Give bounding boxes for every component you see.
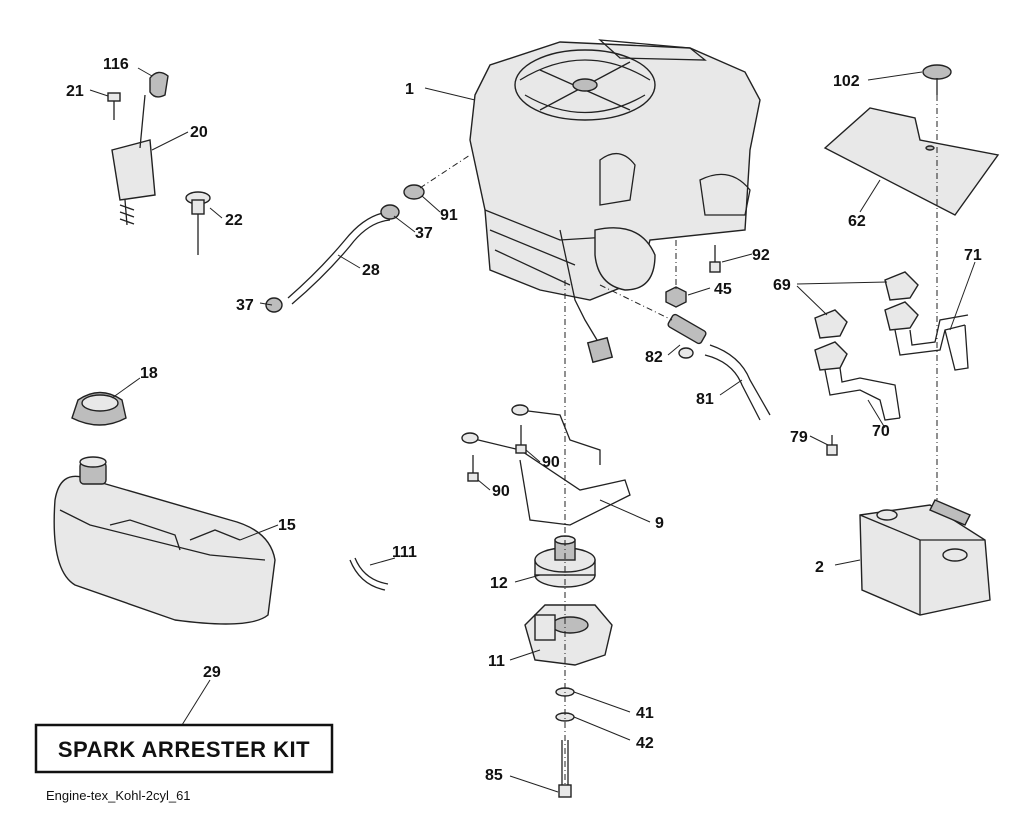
- bracket-part-9: [461, 404, 631, 526]
- callout-79: 79: [790, 429, 808, 446]
- callout-37b: 37: [236, 297, 254, 314]
- callout-1: 1: [405, 81, 414, 98]
- diagram-caption: Engine-tex_Kohl-2cyl_61: [46, 788, 191, 803]
- callout-70: 70: [872, 423, 890, 440]
- screw-part-21: [107, 92, 121, 120]
- exhaust-pipe-part-71: [894, 314, 969, 371]
- callout-71: 71: [964, 247, 982, 264]
- gaskets-part-69: [814, 271, 919, 371]
- callout-42: 42: [636, 735, 654, 752]
- fuel-tank-part-15: [53, 456, 276, 625]
- clamp-part-37b: [265, 297, 283, 313]
- callout-12: 12: [490, 575, 508, 592]
- knob-part-102: [922, 64, 952, 95]
- callout-111: 111: [392, 544, 417, 561]
- bolt-part-79: [826, 435, 838, 456]
- callout-45: 45: [714, 281, 732, 298]
- callout-11: 11: [488, 653, 505, 670]
- fitting-part-91: [403, 184, 425, 200]
- callout-62: 62: [848, 213, 866, 230]
- bolt-part-85: [558, 740, 572, 798]
- callout-leaders: [89, 67, 976, 793]
- engine-part-1: [469, 39, 761, 364]
- clamp-part-37a: [380, 204, 400, 220]
- callout-20: 20: [190, 124, 208, 141]
- knob-part-116: [149, 71, 169, 98]
- callout-69: 69: [773, 277, 791, 294]
- hose-part-111: [349, 557, 389, 591]
- callout-28: 28: [362, 262, 380, 279]
- choke-knob-part-22: [185, 191, 211, 255]
- callout-18: 18: [140, 365, 158, 382]
- callout-116: 116: [103, 56, 129, 73]
- callout-81: 81: [696, 391, 714, 408]
- exhaust-pipe-part-70: [824, 367, 901, 421]
- callout-85: 85: [485, 767, 503, 784]
- callout-numbers: 1 2 9 11 12 15 18 20 21 22 28 29 37 37 4…: [66, 56, 982, 784]
- spark-arrester-kit-label: SPARK ARRESTER KIT: [58, 737, 310, 762]
- callout-15: 15: [278, 517, 296, 534]
- bolt-part-90b: [467, 455, 479, 482]
- callout-37a: 37: [415, 225, 433, 242]
- callout-41: 41: [636, 705, 654, 722]
- callout-2: 2: [815, 559, 824, 576]
- clutch-part-11: [524, 604, 613, 666]
- callout-90b: 90: [492, 483, 510, 500]
- muffler-part-2: [859, 499, 991, 616]
- callout-29: 29: [203, 664, 221, 681]
- callout-90a: 90: [542, 454, 560, 471]
- throttle-control-part-20: [111, 94, 156, 226]
- callout-82: 82: [645, 349, 663, 366]
- callout-9: 9: [655, 515, 664, 532]
- callout-21: 21: [66, 83, 84, 100]
- heat-shield-part-62: [823, 107, 1000, 216]
- nut-part-45: [665, 286, 687, 308]
- bolt-part-90a: [515, 425, 527, 454]
- fuel-cap-part-18: [71, 391, 127, 426]
- callout-92: 92: [752, 247, 770, 264]
- fitting-part-82: [667, 313, 707, 359]
- hose-part-81: [704, 344, 771, 421]
- callout-91: 91: [440, 207, 458, 224]
- bolt-part-92: [709, 245, 721, 273]
- callout-102: 102: [833, 73, 860, 90]
- callout-22: 22: [225, 212, 243, 229]
- spark-arrester-kit-box: SPARK ARRESTER KIT: [34, 723, 334, 774]
- fuel-line-part-28: [287, 211, 391, 305]
